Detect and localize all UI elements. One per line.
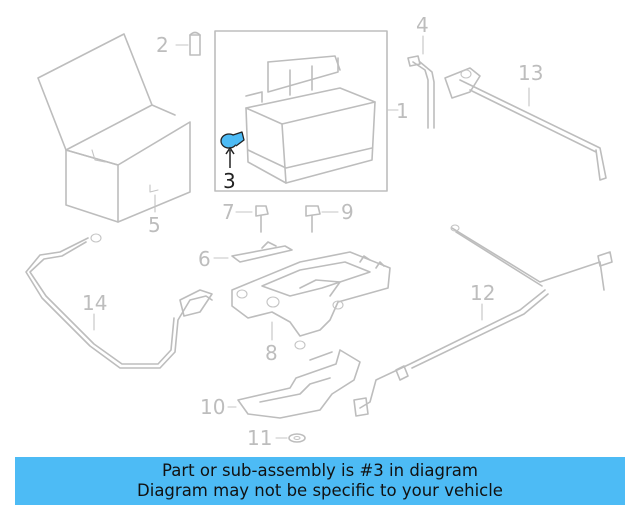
part-4-vent-hose xyxy=(407,35,435,129)
label-12: 12 xyxy=(470,281,495,305)
label-3: 3 xyxy=(223,169,236,193)
part-11-washer xyxy=(275,433,306,443)
part-12-positive-cable xyxy=(353,224,613,417)
part-13-ground-strap xyxy=(444,67,607,181)
label-9: 9 xyxy=(341,200,354,224)
banner-line-1: Part or sub-assembly is #3 in diagram xyxy=(162,461,478,480)
label-10: 10 xyxy=(200,395,225,419)
part-5-battery-box xyxy=(37,33,191,223)
label-4: 4 xyxy=(416,13,429,37)
label-13: 13 xyxy=(518,61,543,85)
label-14: 14 xyxy=(82,291,107,315)
label-2: 2 xyxy=(156,33,169,57)
label-5: 5 xyxy=(148,213,161,237)
label-1: 1 xyxy=(396,99,409,123)
label-6: 6 xyxy=(198,247,211,271)
part-7-bolt xyxy=(235,205,269,233)
label-11: 11 xyxy=(247,426,272,450)
part-1-battery xyxy=(214,30,399,192)
part-2-plug xyxy=(175,31,201,56)
label-7: 7 xyxy=(222,200,235,224)
label-8: 8 xyxy=(265,341,278,365)
part-3-bolt xyxy=(220,131,245,168)
info-banner: Part or sub-assembly is #3 in diagram Di… xyxy=(15,457,625,505)
part-10-tray-support xyxy=(227,349,361,419)
part-14-negative-cable xyxy=(25,233,213,369)
part-9-bolt xyxy=(305,205,339,233)
part-8-battery-tray xyxy=(231,251,391,350)
banner-line-2: Diagram may not be specific to your vehi… xyxy=(137,481,503,500)
part-6-bracket xyxy=(213,241,293,263)
